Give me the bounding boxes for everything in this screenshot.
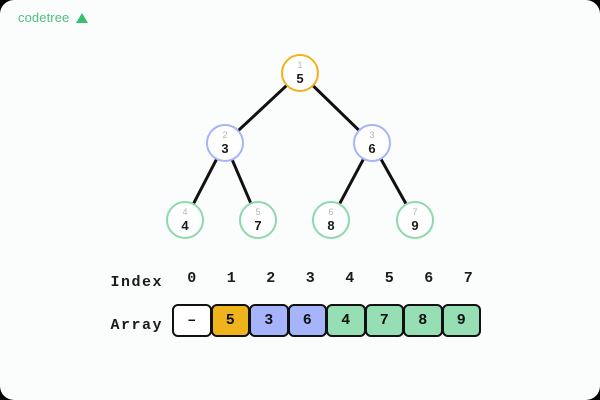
tree-node-index: 1 xyxy=(297,60,303,70)
brand-name: codetree xyxy=(18,10,70,25)
index-cell: 3 xyxy=(305,270,315,287)
array-cell[interactable]: 6 xyxy=(287,304,327,337)
array-cell[interactable]: 9 xyxy=(441,304,481,337)
tree-node-index: 7 xyxy=(412,207,418,217)
brand-logo: codetree xyxy=(18,10,89,25)
index-cell: 1 xyxy=(226,270,236,287)
index-row: 0 1 2 3 4 5 6 7 xyxy=(172,270,488,287)
array-cell[interactable]: 3 xyxy=(249,304,289,337)
tree-edge xyxy=(230,158,253,205)
index-row-label: Index xyxy=(110,274,163,291)
tree-node-value: 9 xyxy=(411,218,419,233)
tree-node-index: 2 xyxy=(222,130,228,140)
array-cell[interactable]: 8 xyxy=(403,304,443,337)
tree-node-index: 4 xyxy=(182,207,188,217)
tree-edge xyxy=(312,84,360,132)
array-cell[interactable]: 7 xyxy=(364,304,404,337)
tree-edge xyxy=(379,158,408,205)
tree-edge xyxy=(338,158,365,205)
tree-node-index: 6 xyxy=(328,207,334,217)
array-cell[interactable]: 4 xyxy=(326,304,366,337)
tree-node-index: 5 xyxy=(255,207,261,217)
array-cell[interactable]: 5 xyxy=(210,304,250,337)
index-cell: 6 xyxy=(424,270,434,287)
tree-node-value: 4 xyxy=(181,218,189,233)
tree-node-value: 7 xyxy=(254,218,262,233)
tree-edge xyxy=(192,158,218,205)
index-cell: 7 xyxy=(463,270,473,287)
index-cell: 5 xyxy=(384,270,394,287)
array-row-label: Array xyxy=(110,317,163,334)
tree-edges xyxy=(192,84,408,205)
index-cell: 4 xyxy=(345,270,355,287)
tree-node-value: 3 xyxy=(221,141,229,156)
tree-node-index: 3 xyxy=(369,130,375,140)
tree-node-value: 8 xyxy=(327,218,335,233)
tree-node-value: 6 xyxy=(368,141,376,156)
tree-node-value: 5 xyxy=(296,71,304,86)
index-cell: 0 xyxy=(187,270,197,287)
index-cell: 2 xyxy=(266,270,276,287)
array-cell[interactable]: – xyxy=(172,304,212,337)
tree-edge xyxy=(237,84,288,132)
triangle-up-icon xyxy=(76,12,89,23)
